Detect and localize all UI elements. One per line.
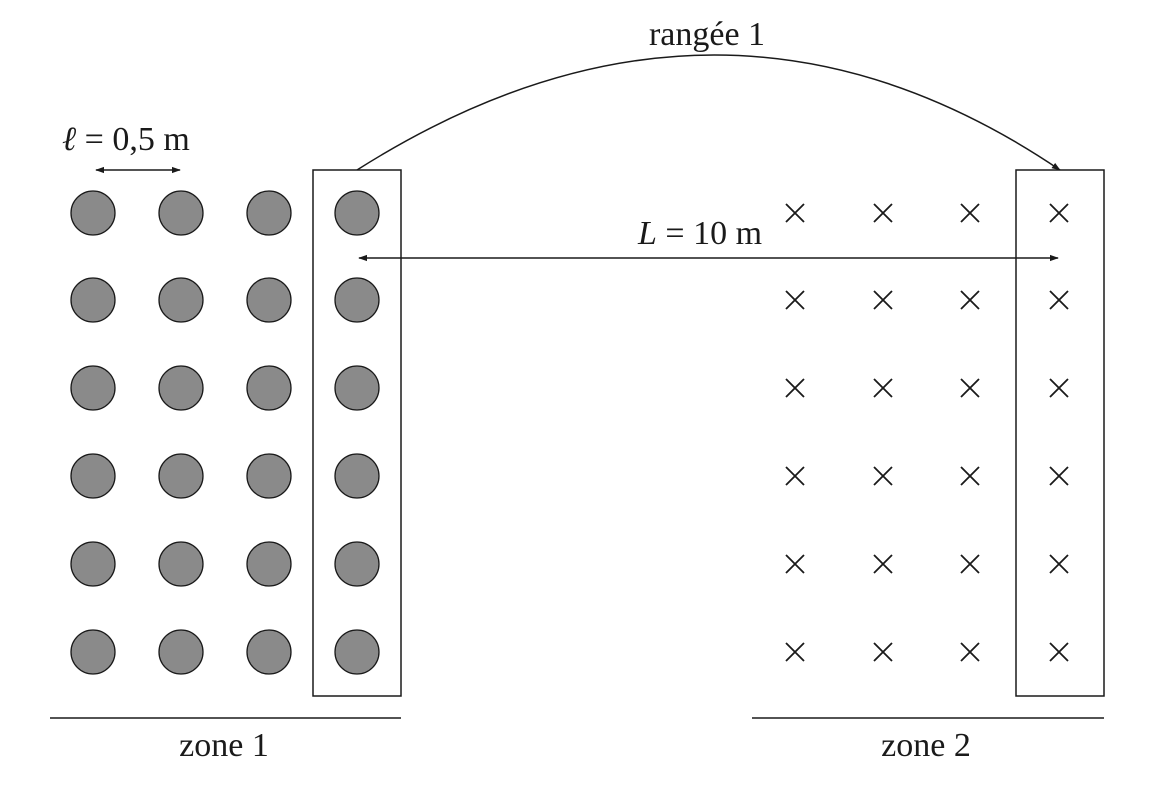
zone1-row-frame bbox=[312, 169, 402, 697]
zone2-cross-mark bbox=[960, 378, 980, 398]
zone2-cross-mark bbox=[1049, 290, 1069, 310]
zone2-cross-mark bbox=[785, 466, 805, 486]
zone2-cross-mark bbox=[873, 203, 893, 223]
zone2-cross-mark bbox=[873, 642, 893, 662]
distance-symbol: L bbox=[637, 215, 657, 252]
zone1-particle bbox=[70, 277, 116, 323]
distance-label: L = 10 m bbox=[637, 215, 762, 252]
zone2-cross-mark bbox=[785, 642, 805, 662]
transfer-arrow bbox=[356, 54, 1061, 171]
zone1-particle bbox=[334, 190, 380, 236]
zone2-cross-mark bbox=[873, 466, 893, 486]
zone2-cross-mark bbox=[785, 378, 805, 398]
zone1-particle bbox=[246, 365, 292, 411]
zone2-label: zone 2 bbox=[881, 727, 971, 764]
zone1-particle bbox=[334, 365, 380, 411]
zone1-particle bbox=[246, 190, 292, 236]
zone1-particle bbox=[158, 190, 204, 236]
row-label: rangée 1 bbox=[649, 16, 765, 53]
zone1-particle bbox=[334, 629, 380, 675]
zone2-cross-mark bbox=[1049, 203, 1069, 223]
zone2-cross-mark bbox=[873, 554, 893, 574]
distance-value: = 10 m bbox=[657, 215, 762, 252]
zone2-cross-mark bbox=[1049, 466, 1069, 486]
zone2-cross-mark bbox=[785, 203, 805, 223]
zone2-cross-mark bbox=[1049, 378, 1069, 398]
zone1-particle bbox=[158, 541, 204, 587]
zone1-circles bbox=[70, 190, 380, 675]
zone1-particle bbox=[70, 190, 116, 236]
zone2-cross-mark bbox=[873, 290, 893, 310]
zone1-particle bbox=[70, 541, 116, 587]
zone1-particle bbox=[246, 277, 292, 323]
zone1-particle bbox=[70, 629, 116, 675]
zone1-particle bbox=[334, 541, 380, 587]
zone2-cross-mark bbox=[960, 466, 980, 486]
zone2-cross-mark bbox=[1049, 554, 1069, 574]
zone1-particle bbox=[246, 629, 292, 675]
zone2-cross-mark bbox=[960, 290, 980, 310]
spacing-symbol: ℓ bbox=[62, 121, 76, 158]
zone2-cross-mark bbox=[960, 642, 980, 662]
zone2-cross-mark bbox=[785, 290, 805, 310]
zone2-row-frame bbox=[1015, 169, 1105, 697]
zone1-particle bbox=[158, 629, 204, 675]
zone2-cross-mark bbox=[873, 378, 893, 398]
zone2-cross-mark bbox=[785, 554, 805, 574]
zone2-crosses bbox=[785, 203, 1069, 662]
zone1-particle bbox=[246, 541, 292, 587]
zone1-particle bbox=[334, 277, 380, 323]
spacing-label: ℓ = 0,5 m bbox=[62, 121, 190, 158]
zone2-cross-mark bbox=[1049, 642, 1069, 662]
zone1-particle bbox=[334, 453, 380, 499]
zone2-cross-mark bbox=[960, 554, 980, 574]
zone1-label: zone 1 bbox=[179, 727, 269, 764]
zone2-cross-mark bbox=[960, 203, 980, 223]
zone1-particle bbox=[70, 453, 116, 499]
spacing-value: = 0,5 m bbox=[76, 121, 190, 158]
zone1-particle bbox=[70, 365, 116, 411]
zone1-particle bbox=[158, 277, 204, 323]
zone1-particle bbox=[158, 453, 204, 499]
zone1-particle bbox=[246, 453, 292, 499]
zone1-particle bbox=[158, 365, 204, 411]
